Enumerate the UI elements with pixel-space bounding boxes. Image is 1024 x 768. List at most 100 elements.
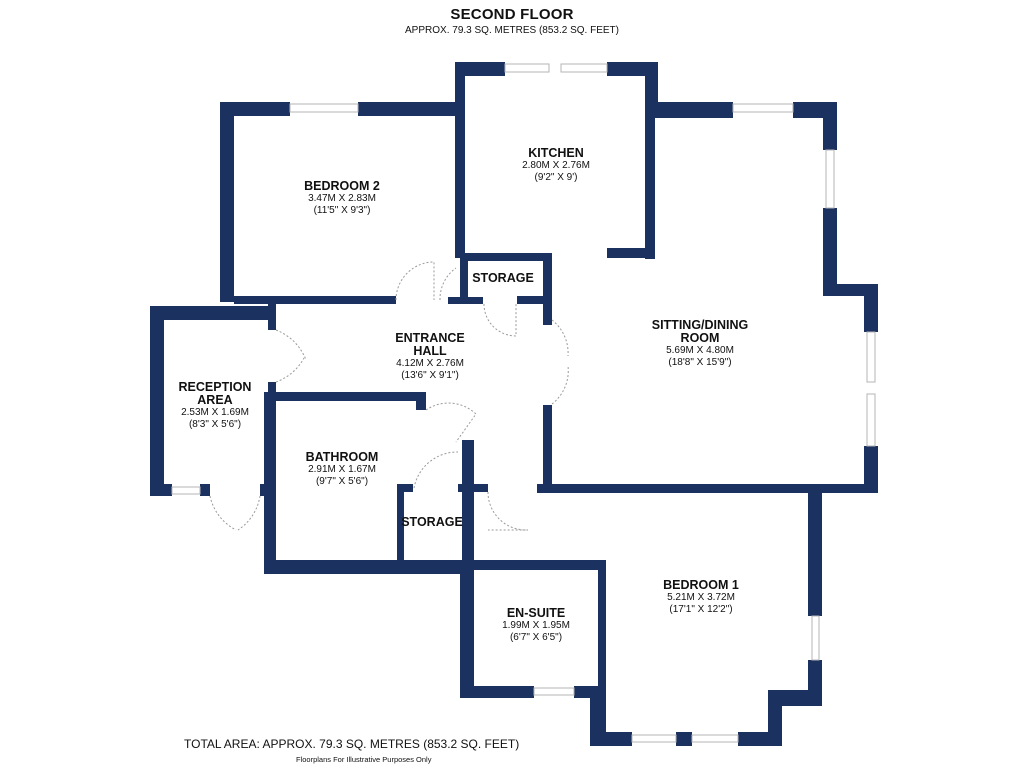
room-label-bedroom-2: BEDROOM 2 3.47M X 2.83M (11'5" X 9'3") [282, 180, 402, 217]
wall [397, 484, 404, 566]
room-imperial: (9'2" X 9') [534, 172, 578, 183]
walls [150, 62, 878, 746]
room-imperial: (9'7" X 5'6") [315, 476, 369, 487]
room-label-sitting-dining: SITTING/DINING ROOM 5.69M X 4.80M (18'8"… [630, 319, 770, 369]
room-name: ENTRANCE [395, 331, 465, 345]
door-swing [551, 365, 569, 405]
wall [808, 484, 822, 616]
wall [448, 297, 483, 304]
door-swing [483, 303, 517, 337]
room-metric: 2.91M X 1.67M [308, 464, 376, 475]
door-swing [487, 491, 529, 531]
room-metric: 5.69M X 4.80M [666, 345, 734, 356]
wall [676, 732, 692, 746]
door-swing [551, 319, 569, 357]
room-label-entrance-hall: ENTRANCE HALL 4.12M X 2.76M (13'6" X 9'1… [370, 332, 490, 382]
floor-area-subtitle: APPROX. 79.3 SQ. METRES (853.2 SQ. FEET) [405, 25, 619, 36]
room-label-storage: STORAGE [464, 272, 542, 285]
wall [358, 102, 460, 116]
room-imperial: (8'3" X 5'6") [188, 419, 242, 430]
wall [460, 560, 606, 570]
door-swing [425, 402, 477, 443]
room-name: EN-SUITE [506, 606, 566, 620]
wall [234, 296, 396, 304]
window [631, 734, 677, 743]
room-metric: 1.99M X 1.95M [502, 620, 570, 631]
windows [171, 63, 876, 743]
room-label-storage-2: STORAGE [400, 516, 464, 529]
room-name: SITTING/DINING [651, 318, 749, 332]
wall [543, 405, 552, 485]
wall [416, 392, 426, 410]
room-name: BATHROOM [305, 450, 379, 464]
window [171, 486, 201, 495]
room-label-bedroom-1: BEDROOM 1 5.21M X 3.72M (17'1" X 12'2") [641, 579, 761, 616]
room-imperial: (11'5" X 9'3") [313, 205, 371, 216]
window [866, 331, 876, 383]
wall [517, 296, 552, 304]
wall [607, 248, 655, 258]
wall [264, 560, 474, 574]
door-swing [395, 261, 435, 301]
window [866, 393, 876, 447]
door-swing [237, 495, 261, 531]
wall [455, 62, 465, 258]
wall [264, 392, 424, 401]
wall [864, 446, 878, 492]
room-metric: 2.80M X 2.76M [522, 160, 590, 171]
wall [543, 253, 552, 325]
window [504, 63, 550, 73]
room-label-kitchen: KITCHEN 2.80M X 2.76M (9'2" X 9') [496, 147, 616, 184]
wall [220, 102, 290, 116]
room-name: KITCHEN [528, 146, 584, 160]
wall [150, 306, 164, 496]
wall [460, 253, 552, 261]
wall [537, 484, 878, 493]
room-label-en-suite: EN-SUITE 1.99M X 1.95M (6'7" X 6'5") [474, 607, 598, 644]
room-imperial: (17'1" X 12'2") [669, 604, 733, 615]
wall [823, 102, 837, 150]
disclaimer-text: Floorplans For Illustrative Purposes Onl… [296, 755, 432, 764]
room-imperial: (6'7" X 6'5") [509, 632, 563, 643]
door-swing [275, 357, 305, 383]
wall [864, 284, 878, 332]
room-imperial: (13'6" X 9'1") [401, 370, 459, 381]
wall [220, 102, 234, 302]
room-label-bathroom: BATHROOM 2.91M X 1.67M (9'7" X 5'6") [282, 451, 402, 488]
room-metric: 2.53M X 1.69M [181, 407, 249, 418]
room-name: HALL [413, 344, 447, 358]
room-name: STORAGE [401, 515, 463, 529]
room-imperial: (18'8" X 15'9") [668, 357, 732, 368]
room-name: ROOM [680, 331, 720, 345]
window [691, 734, 739, 743]
wall [150, 484, 172, 496]
room-name: AREA [197, 393, 233, 407]
wall [268, 300, 276, 330]
room-name: BEDROOM 1 [663, 578, 739, 592]
door-swing [275, 329, 307, 361]
door-swing [209, 495, 237, 531]
wall [264, 392, 276, 574]
wall [397, 484, 413, 492]
floor-title: SECOND FLOOR [450, 6, 574, 23]
total-area-footer: TOTAL AREA: APPROX. 79.3 SQ. METRES (853… [184, 737, 520, 751]
room-label-reception-area: RECEPTION AREA 2.53M X 1.69M (8'3" X 5'6… [160, 381, 270, 431]
room-name: STORAGE [472, 271, 534, 285]
wall [738, 732, 782, 746]
window [811, 615, 820, 661]
wall [462, 440, 474, 570]
wall [455, 62, 505, 76]
wall [598, 560, 606, 746]
room-metric: 5.21M X 3.72M [667, 592, 735, 603]
wall [460, 560, 474, 698]
room-metric: 4.12M X 2.76M [396, 358, 464, 369]
wall [460, 253, 468, 303]
room-name: BEDROOM 2 [304, 179, 380, 193]
room-metric: 3.47M X 2.83M [308, 193, 376, 204]
wall [645, 102, 655, 259]
window [533, 687, 575, 696]
door-swing [439, 267, 457, 301]
window [825, 149, 835, 209]
wall [645, 102, 733, 118]
